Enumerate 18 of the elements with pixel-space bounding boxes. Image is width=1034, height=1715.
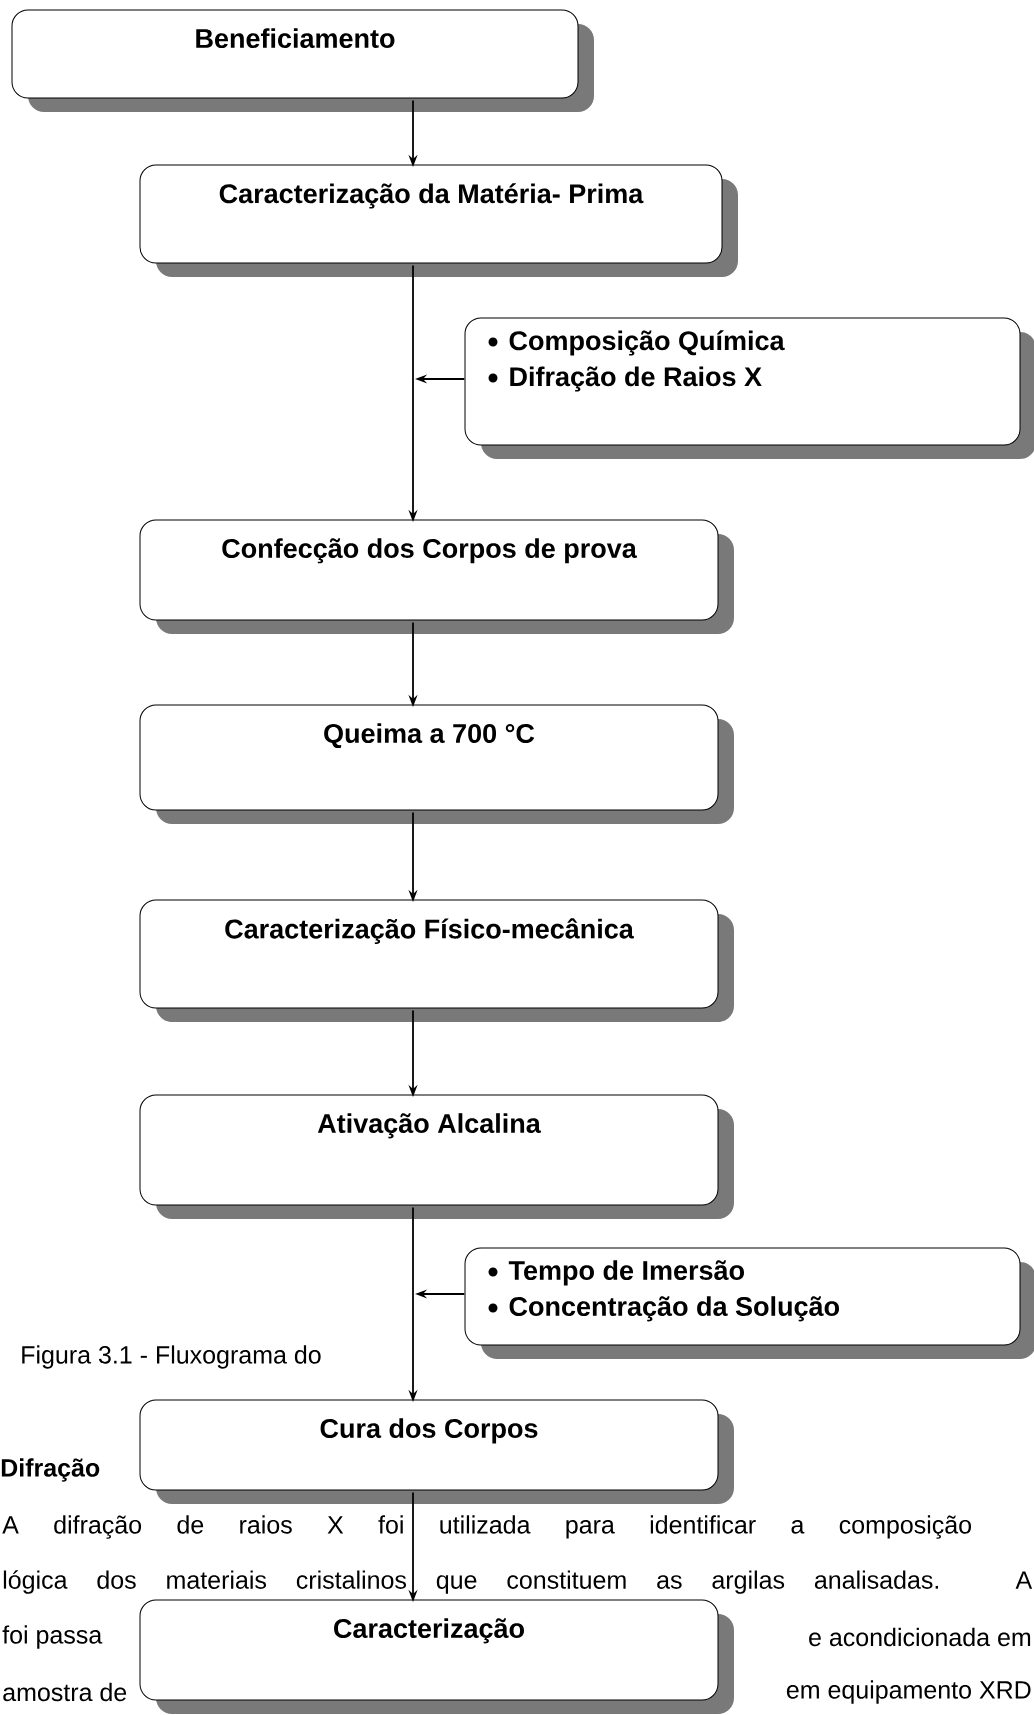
process-box: Caracterização bbox=[139, 1599, 734, 1714]
process-box: Confecção dos Corpos de prova bbox=[139, 519, 734, 634]
process-box: Caracterização da Matéria- Prima bbox=[139, 164, 738, 277]
body-text: e acondicionada em bbox=[809, 1627, 1031, 1647]
body-text: em equipamento XRD bbox=[786, 1680, 1031, 1704]
process-box: Cura dos Corpos bbox=[139, 1399, 734, 1504]
process-box: Queima a 700 °C bbox=[139, 704, 734, 824]
body-text: amostra de bbox=[3, 1682, 127, 1702]
body-text: lógica dos materiais cristalinos que constituem as argilas analisadas. A bbox=[3, 1570, 1033, 1594]
body-text: A difração de raios X foi utilizada para identificar a composição bbox=[2, 1515, 972, 1539]
process-box: Tempo de Imersão Concentração da Solução bbox=[464, 1247, 1034, 1359]
process-box: Composição Química Difração de Raios X bbox=[464, 317, 1034, 459]
process-box: Beneficiamento bbox=[11, 9, 594, 112]
process-box: Caracterização Físico-mecânica bbox=[139, 899, 734, 1022]
process-box: Ativação Alcalina bbox=[139, 1094, 734, 1219]
body-text: Difração bbox=[1, 1458, 100, 1482]
body-text: foi passa bbox=[2, 1625, 103, 1649]
body-text: Figura 3.1 - Fluxograma do bbox=[22, 1345, 321, 1369]
